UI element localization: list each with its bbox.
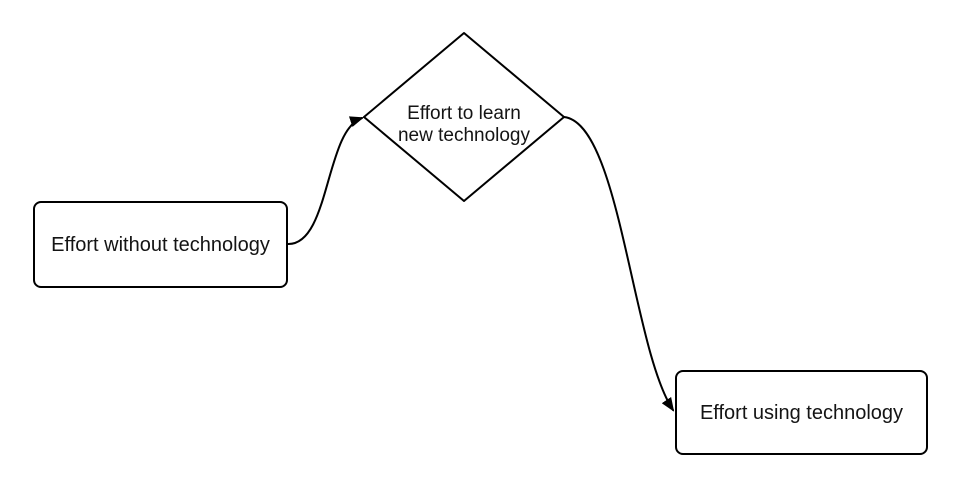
node-effort-to-learn-new-technology: Effort to learn new technology bbox=[364, 33, 564, 201]
node-label-line-1: Effort to learn bbox=[407, 103, 521, 124]
edge-without-to-learn-arrow bbox=[287, 116, 364, 246]
node-label: Effort using technology bbox=[699, 401, 904, 424]
node-shape-diamond bbox=[363, 32, 565, 202]
node-label: Effort without technology bbox=[51, 233, 270, 256]
node-label-line-2: new technology bbox=[397, 125, 531, 146]
node-effort-without-technology: Effort without technology bbox=[33, 201, 288, 288]
edge-learn-to-using-arrow bbox=[563, 116, 675, 412]
node-effort-using-technology: Effort using technology bbox=[675, 370, 928, 455]
